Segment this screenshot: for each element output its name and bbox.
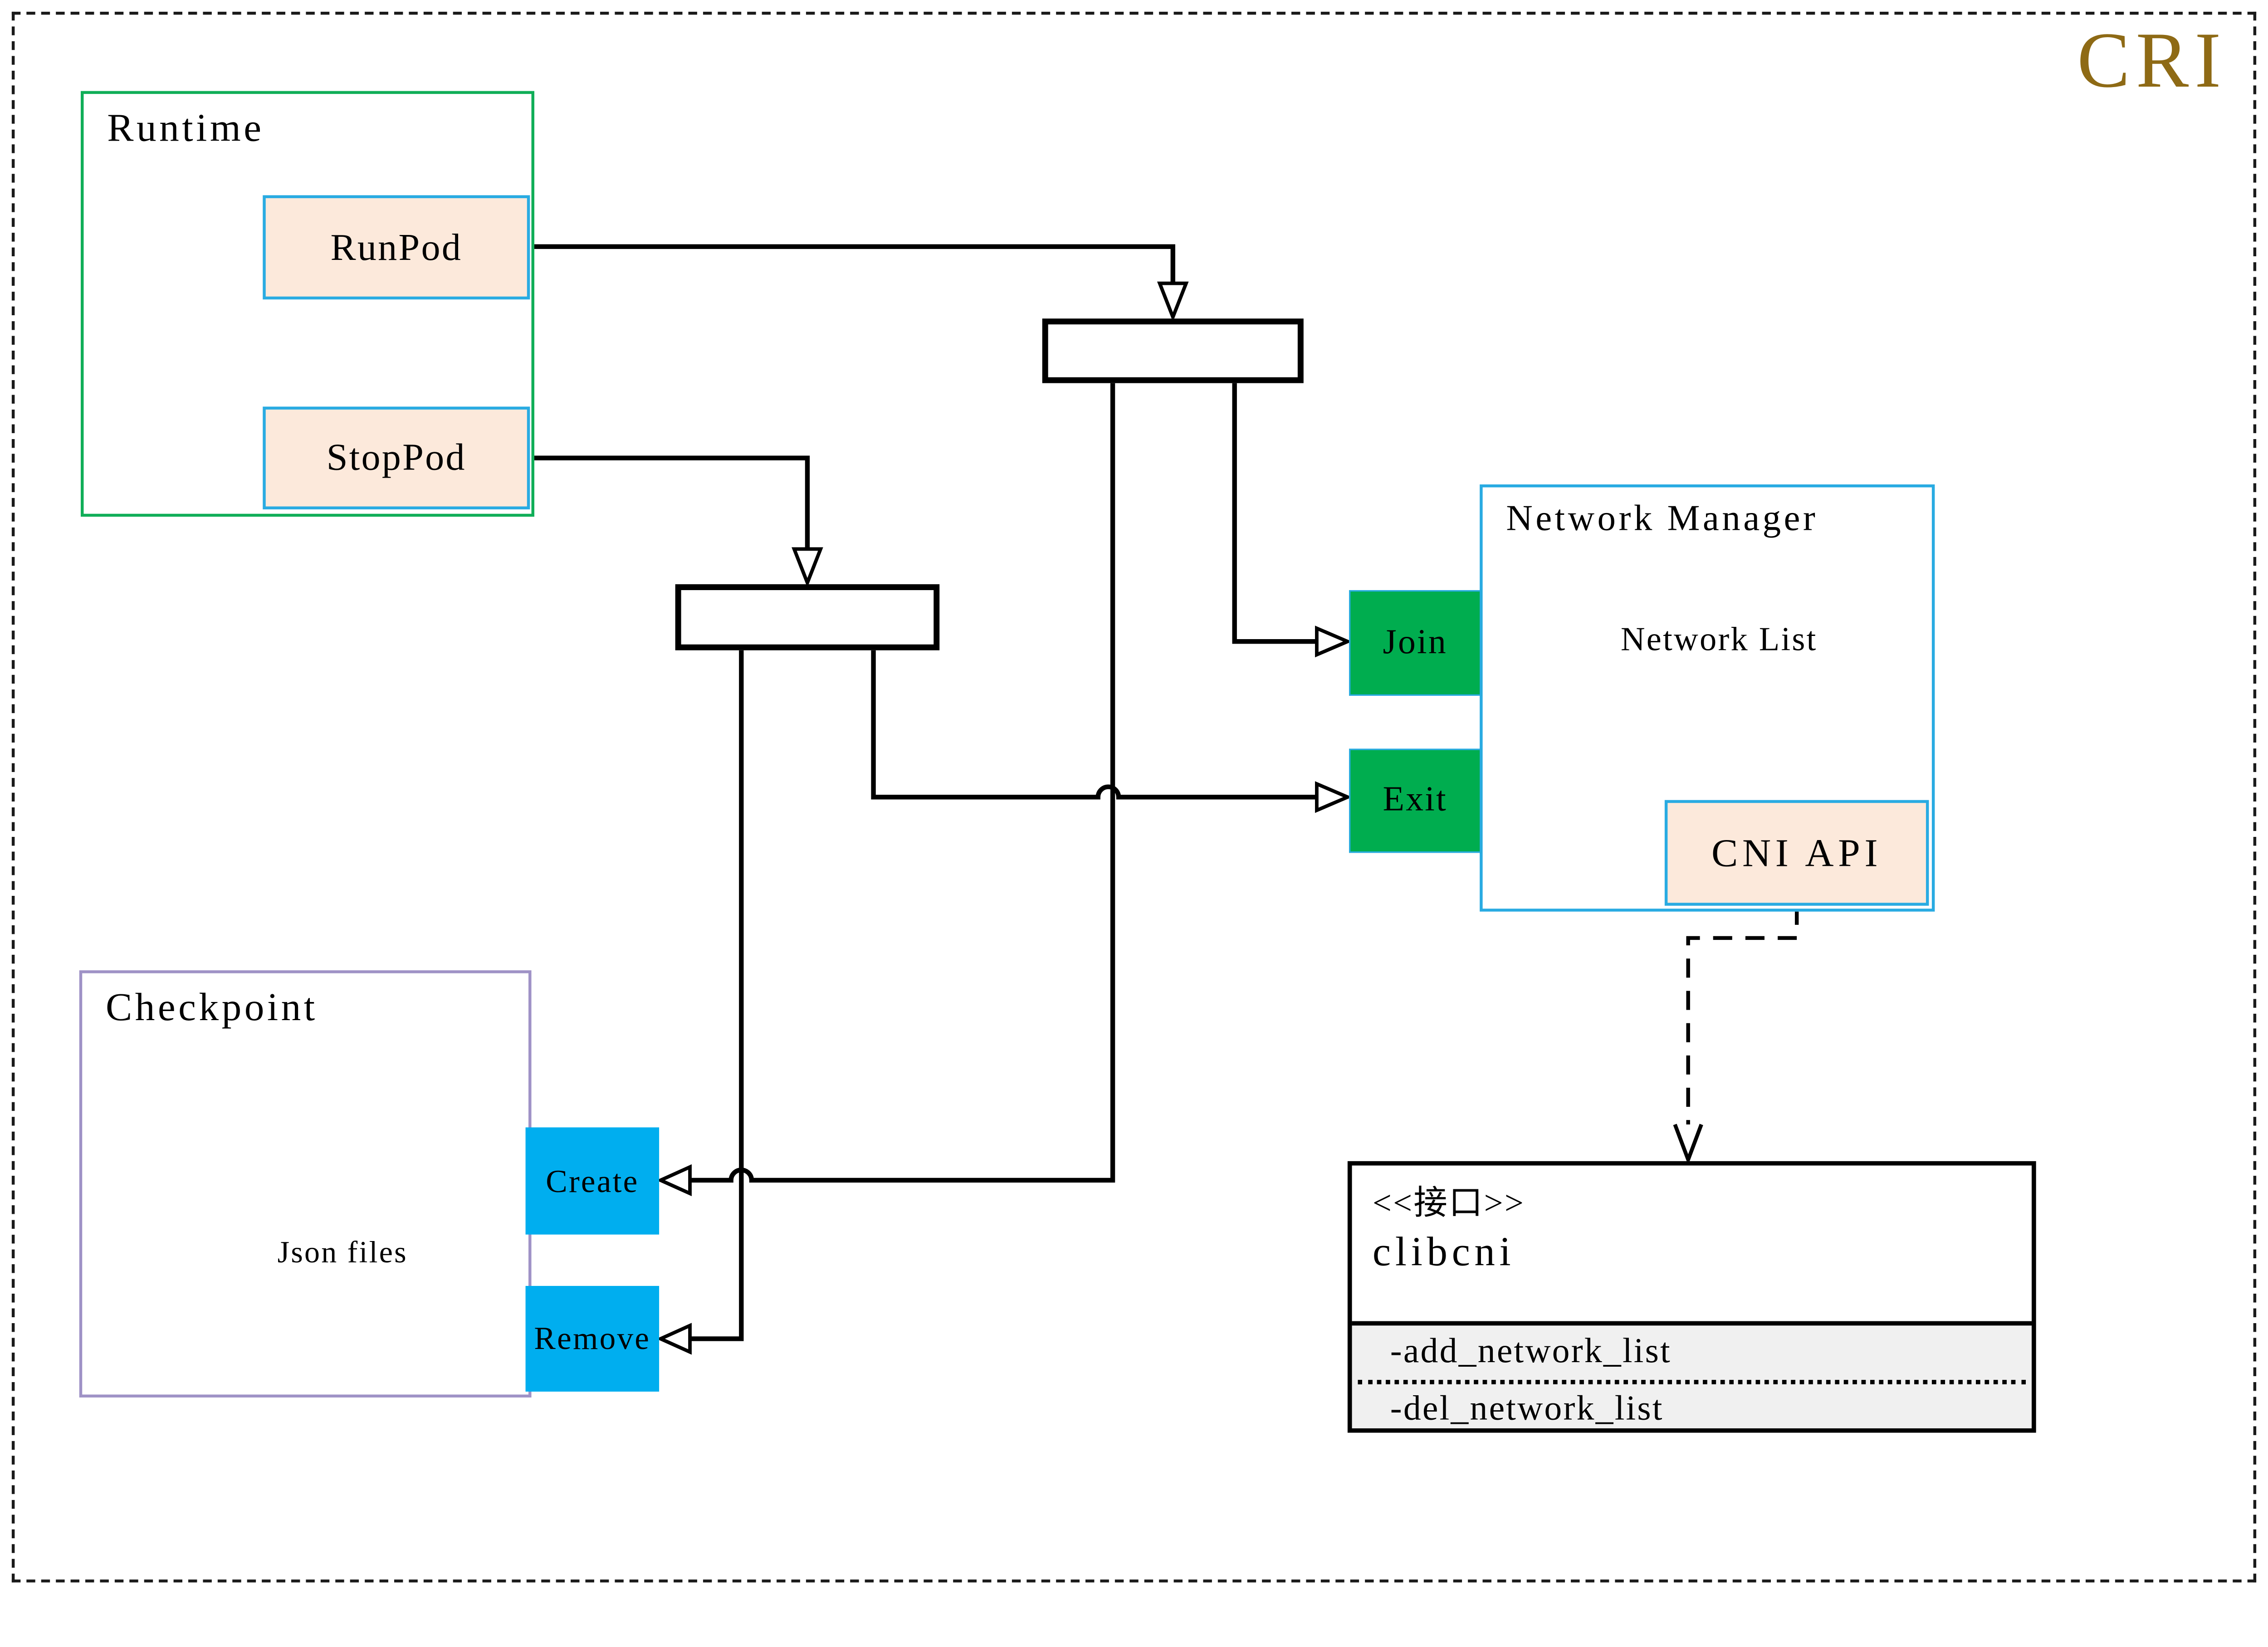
exit-button[interactable]: Exit	[1349, 748, 1481, 853]
clibcni-open-arrowhead-icon	[1673, 1124, 1703, 1165]
exit-arrowhead-icon	[1315, 781, 1352, 813]
diagram-dashed-border	[11, 11, 2257, 1583]
join-arrowhead-icon	[1315, 626, 1352, 658]
cni-api-button[interactable]: CNI API	[1664, 800, 1929, 906]
clibcni-methods-section: -add_network_list -del_network_list	[1352, 1321, 2032, 1428]
remove-arrowhead-icon	[656, 1323, 692, 1355]
cri-diagram: CRI Runtime RunPod StopPod	[11, 11, 2257, 1583]
junction2-to-exit-connector	[871, 650, 1315, 800]
create-button[interactable]: Create	[525, 1127, 660, 1235]
runtime-label: Runtime	[107, 106, 264, 150]
junction2-arrowhead-icon	[792, 547, 823, 588]
cni-api-to-clibcni-dashed-connector	[1686, 905, 1799, 1124]
clibcni-dotted-divider	[1358, 1380, 2026, 1384]
runpod-to-junction1-connector	[528, 244, 1175, 282]
stoppod-button[interactable]: StopPod	[263, 406, 530, 509]
create-arrowhead-icon	[656, 1164, 692, 1197]
join-button[interactable]: Join	[1349, 590, 1481, 696]
junction-box-middle	[675, 584, 940, 650]
junction1-to-join-connector	[1232, 383, 1315, 644]
clibcni-method-del: -del_network_list	[1390, 1390, 1664, 1428]
checkpoint-box: Checkpoint	[79, 970, 532, 1398]
clibcni-name: clibcni	[1372, 1230, 1515, 1276]
junction1-arrowhead-icon	[1157, 281, 1189, 322]
junction-box-top	[1042, 318, 1304, 383]
runpod-button[interactable]: RunPod	[263, 195, 530, 300]
clibcni-header: <<接口>> clibcni	[1352, 1165, 2032, 1321]
json-files-label: Json files	[277, 1234, 408, 1270]
remove-button[interactable]: Remove	[525, 1285, 660, 1392]
junction1-to-create-connector	[691, 383, 1115, 1183]
clibcni-interface-box: <<接口>> clibcni -add_network_list -del_ne…	[1347, 1161, 2036, 1433]
checkpoint-label: Checkpoint	[106, 985, 318, 1029]
network-list-label: Network List	[1620, 621, 1818, 658]
clibcni-method-add: -add_network_list	[1390, 1333, 1672, 1371]
clibcni-stereotype: <<接口>>	[1372, 1184, 1525, 1222]
diagram-title: CRI	[2077, 16, 2227, 104]
network-manager-label: Network Manager	[1506, 499, 1818, 539]
stoppod-to-junction2-connector	[528, 455, 810, 548]
junction2-to-remove-connector	[691, 650, 744, 1341]
